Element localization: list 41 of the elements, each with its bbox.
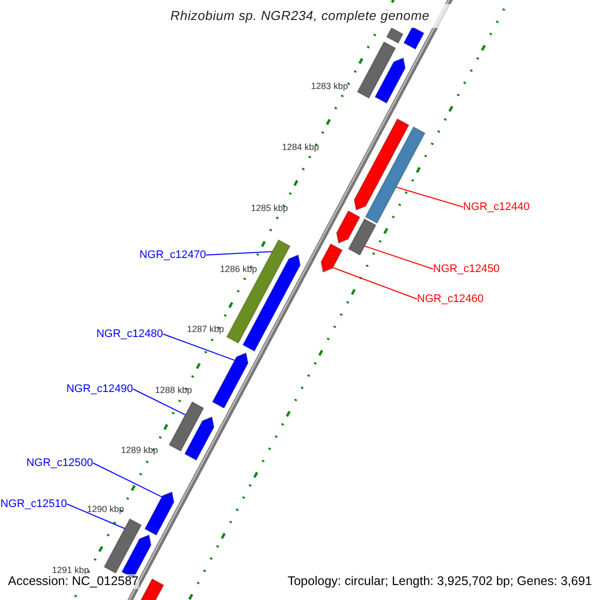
- leader-line: [332, 267, 418, 300]
- gene-feature: [374, 57, 406, 104]
- gene-label: NGR_c12470: [139, 248, 206, 262]
- leader-line: [66, 504, 126, 529]
- gene-label: NGR_c12440: [463, 200, 530, 214]
- leader-line: [364, 246, 434, 270]
- gene-label: NGR_c12500: [26, 456, 93, 470]
- gene-label: NGR_c12510: [0, 497, 67, 511]
- gene-feature: [403, 26, 425, 50]
- leader-line: [92, 462, 162, 498]
- leader-line: [162, 334, 236, 361]
- position-label: 1288 kbp: [154, 385, 192, 396]
- leader-line: [132, 388, 186, 416]
- gene-feature: [364, 126, 426, 224]
- gene-feature: [320, 243, 343, 273]
- gene-label: NGR_c12460: [417, 292, 484, 306]
- gene-label: NGR_c12450: [433, 262, 500, 276]
- gene-feature: [168, 401, 204, 452]
- gene-feature: [104, 518, 142, 574]
- position-label: 1289 kbp: [120, 445, 158, 456]
- position-label: 1290 kbp: [86, 504, 124, 515]
- gene-feature: [348, 218, 377, 256]
- accession-text: Accession: NC_012587: [8, 574, 139, 589]
- position-label: 1287 kbp: [186, 324, 224, 335]
- gene-feature: [212, 352, 249, 409]
- gene-feature: [354, 118, 410, 211]
- position-label: 1291 kbp: [52, 565, 89, 576]
- position-label: 1285 kbp: [250, 203, 288, 214]
- position-label: 1283 kbp: [310, 81, 348, 92]
- gene-label: NGR_c12490: [66, 382, 133, 396]
- position-label: 1284 kbp: [282, 142, 319, 153]
- gene-feature: [336, 210, 360, 244]
- gene-feature: [356, 41, 396, 99]
- gene-feature: [242, 254, 301, 352]
- position-label: 1286 kbp: [220, 264, 257, 275]
- genome-summary-text: Topology: circular; Length: 3,925,702 bp; Genes: 3,691: [288, 574, 592, 589]
- gene-label: NGR_c12480: [96, 327, 163, 341]
- leader-line: [396, 186, 464, 208]
- gene-feature: [144, 491, 174, 536]
- leader-line: [206, 251, 273, 256]
- gene-feature: [184, 416, 214, 461]
